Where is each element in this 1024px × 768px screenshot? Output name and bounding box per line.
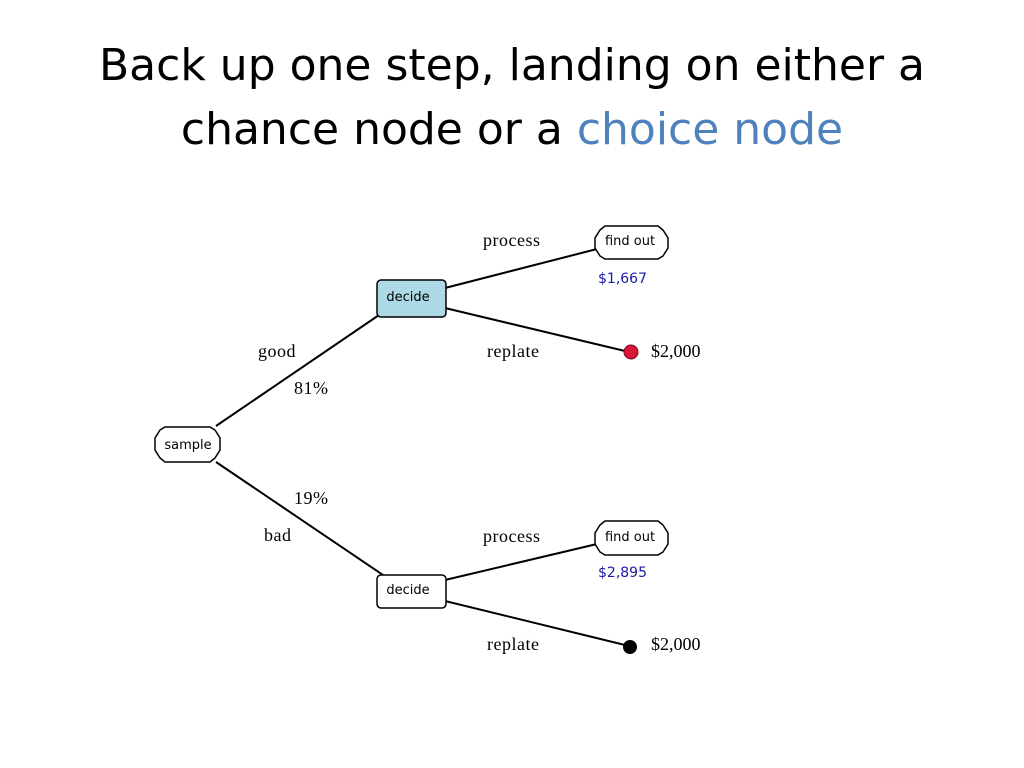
- tree-edges: [215, 248, 626, 646]
- option-label-bad-process: process: [483, 526, 540, 546]
- outcome-node-bad-label: find out: [605, 530, 655, 545]
- terminal-marker-bad: [623, 640, 637, 654]
- root-node-label: sample: [164, 438, 211, 453]
- outcome-node-bad-process: find out: [594, 520, 669, 556]
- edge-good-replate: [444, 307, 626, 352]
- terminal-marker-good: [623, 344, 639, 360]
- probability-bad: 19%: [294, 488, 329, 508]
- edge-bad: [215, 461, 384, 576]
- option-label-bad-replate: replate: [487, 634, 539, 654]
- title-line-2: chance node or a: [180, 104, 563, 155]
- payoff-good-replate: $2,000: [651, 341, 701, 361]
- payoff-bad-replate: $2,000: [651, 634, 701, 654]
- slide-title: Back up one step, landing on either a ch…: [0, 34, 1024, 162]
- branch-label-bad: bad: [264, 525, 292, 545]
- title-accent: choice node: [576, 104, 844, 155]
- decision-node-bad-label: decide: [386, 583, 429, 598]
- option-label-good-replate: replate: [487, 341, 539, 361]
- value-bad-process: $2,895: [598, 565, 647, 581]
- title-line-1: Back up one step, landing on either a: [99, 40, 925, 91]
- edge-bad-process: [444, 543, 598, 581]
- value-good-process: $1,667: [598, 271, 647, 287]
- option-label-good-process: process: [483, 230, 540, 250]
- edge-bad-replate: [444, 600, 626, 646]
- outcome-node-good-label: find out: [605, 234, 655, 249]
- outcome-node-good-process: find out: [594, 225, 669, 260]
- decision-node-good: decide: [376, 279, 447, 318]
- edge-good-process: [444, 248, 598, 289]
- decision-node-bad: decide: [376, 574, 447, 609]
- probability-good: 81%: [294, 378, 329, 398]
- root-chance-node: sample: [154, 426, 221, 463]
- branch-label-good: good: [258, 341, 296, 361]
- decision-node-good-label: decide: [386, 290, 429, 305]
- edge-good: [215, 312, 383, 427]
